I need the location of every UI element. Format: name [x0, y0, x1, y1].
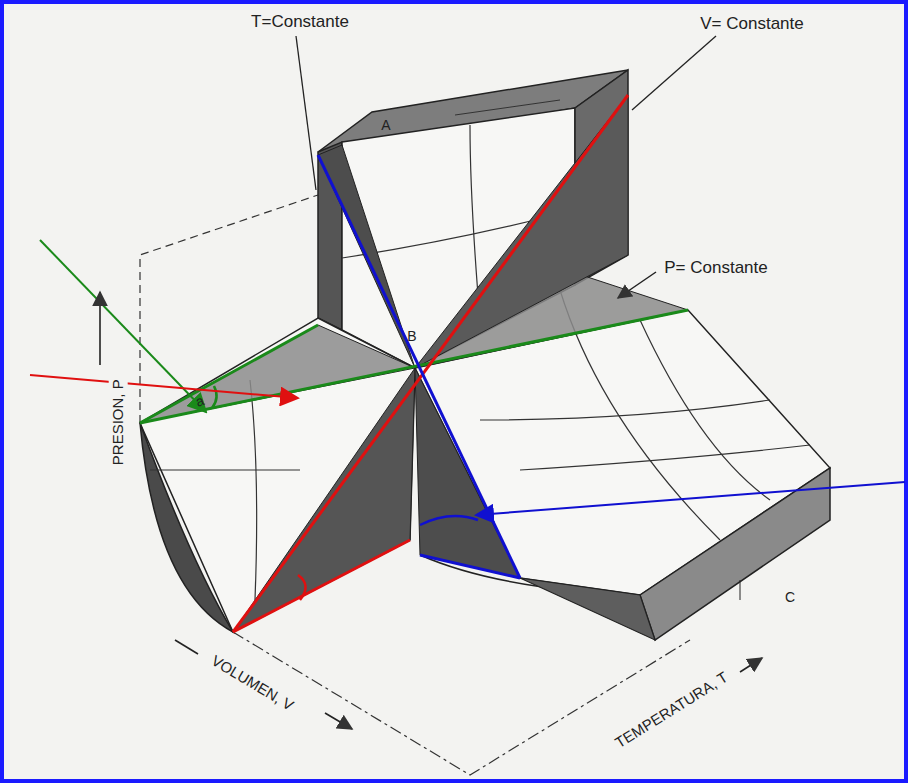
- constant-label: V= Constante: [697, 14, 807, 35]
- axis-label: PRESION, P: [109, 376, 128, 468]
- point-label: B: [407, 329, 416, 344]
- point-label: C: [785, 590, 795, 605]
- constant-label: P= Constante: [661, 258, 771, 279]
- constant-label: T=Constante: [248, 12, 352, 33]
- point-label: A: [381, 118, 390, 133]
